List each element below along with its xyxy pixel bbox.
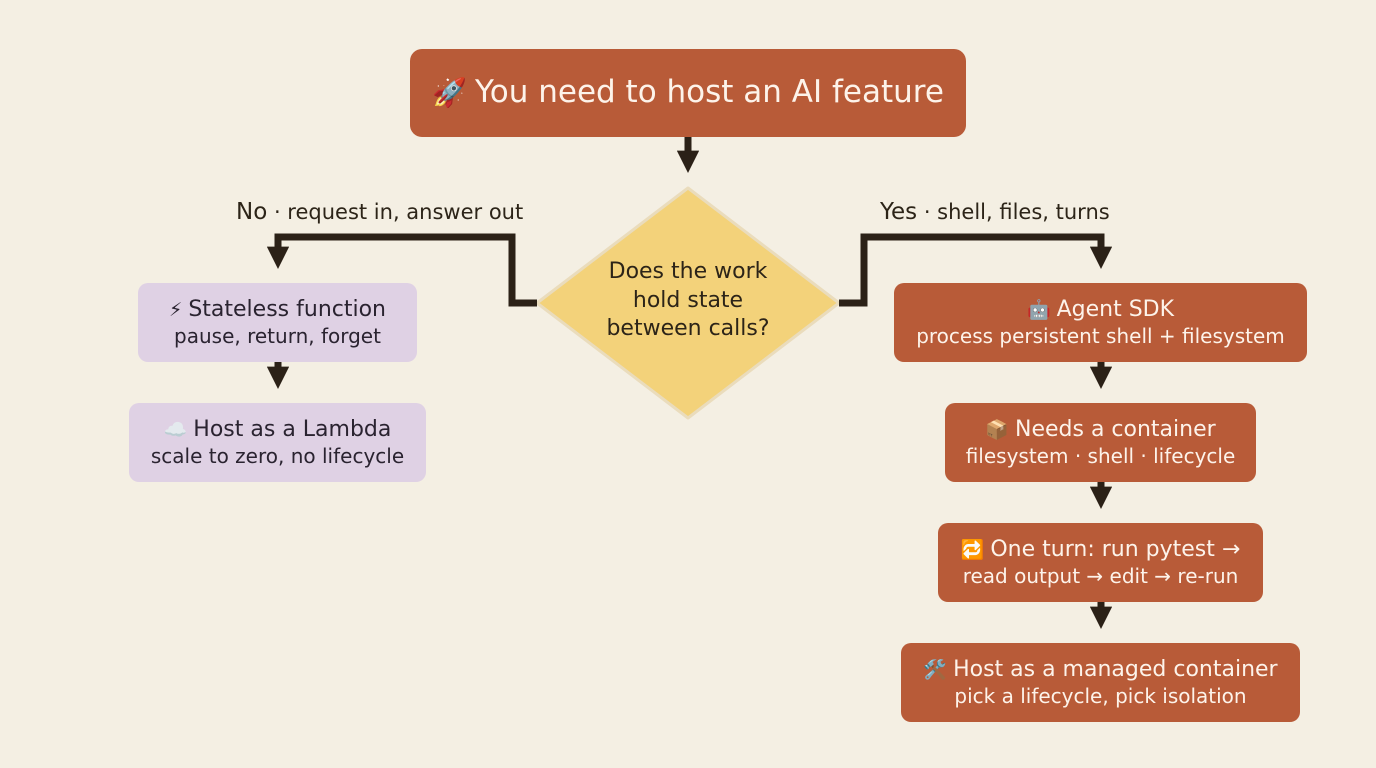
decision-diamond <box>535 186 841 420</box>
yes-keyword: Yes <box>880 199 918 225</box>
lambda-title-line: ☁️Host as a Lambda <box>164 417 392 443</box>
repeat-icon: 🔁 <box>960 539 985 562</box>
yes-description: · shell, files, turns <box>917 200 1110 224</box>
rocket-icon: 🚀 <box>432 76 467 110</box>
agent-sdk-node: 🤖Agent SDK process persistent shell + fi… <box>894 283 1307 362</box>
connector-no-branch <box>266 233 537 307</box>
start-title: You need to host an AI feature <box>474 74 944 111</box>
managed-subtitle: pick a lifecycle, pick isolation <box>954 683 1247 708</box>
connector-yes-branch <box>839 233 1113 307</box>
container-node: 📦 Needs a container filesystem · shell · … <box>945 403 1256 482</box>
turn-title-line: 🔁One turn: run pytest → <box>961 537 1241 563</box>
stateless-title: Stateless function <box>188 297 386 323</box>
container-title-line: 📦 Needs a container <box>985 417 1215 443</box>
agent-subtitle: process persistent shell + filesystem <box>916 323 1285 348</box>
turn-node: 🔁One turn: run pytest → read output → ed… <box>938 523 1263 602</box>
stateless-function-node: ⚡Stateless function pause, return, forge… <box>138 283 417 362</box>
lightning-icon: ⚡ <box>168 299 183 322</box>
lambda-node: ☁️Host as a Lambda scale to zero, no lif… <box>129 403 426 482</box>
no-branch-label: No · request in, answer out <box>236 199 523 225</box>
turn-subtitle: read output → edit → re-run <box>962 563 1239 588</box>
agent-title: Agent SDK <box>1056 297 1175 323</box>
lambda-title: Host as a Lambda <box>193 417 392 443</box>
managed-title-line: 🛠️Host as a managed container <box>923 657 1277 683</box>
no-keyword: No <box>236 199 268 225</box>
decision-line-3: between calls? <box>606 316 770 342</box>
container-title: Needs a container <box>1015 417 1216 443</box>
start-title-line: 🚀You need to host an AI feature <box>432 74 944 111</box>
turn-title: One turn: run pytest → <box>990 537 1241 563</box>
tools-icon: 🛠️ <box>923 659 948 682</box>
cloud-icon: ☁️ <box>163 419 188 442</box>
container-subtitle: filesystem · shell · lifecycle <box>965 443 1236 468</box>
decision-question: Does the work hold state between calls? <box>578 258 798 344</box>
lambda-subtitle: scale to zero, no lifecycle <box>150 443 405 468</box>
decision-line-2: hold state <box>632 287 744 313</box>
managed-title: Host as a managed container <box>953 657 1278 683</box>
decision-line-1: Does the work <box>608 259 768 284</box>
managed-container-node: 🛠️Host as a managed container pick a lif… <box>901 643 1300 722</box>
package-icon: 📦 <box>985 419 1009 442</box>
start-node: 🚀You need to host an AI feature <box>410 49 966 137</box>
stateless-title-line: ⚡Stateless function <box>169 297 386 323</box>
stateless-subtitle: pause, return, forget <box>174 323 381 348</box>
yes-branch-label: Yes · shell, files, turns <box>880 199 1110 225</box>
agent-title-line: 🤖Agent SDK <box>1027 297 1174 323</box>
robot-icon: 🤖 <box>1026 299 1051 322</box>
no-description: · request in, answer out <box>267 200 524 224</box>
